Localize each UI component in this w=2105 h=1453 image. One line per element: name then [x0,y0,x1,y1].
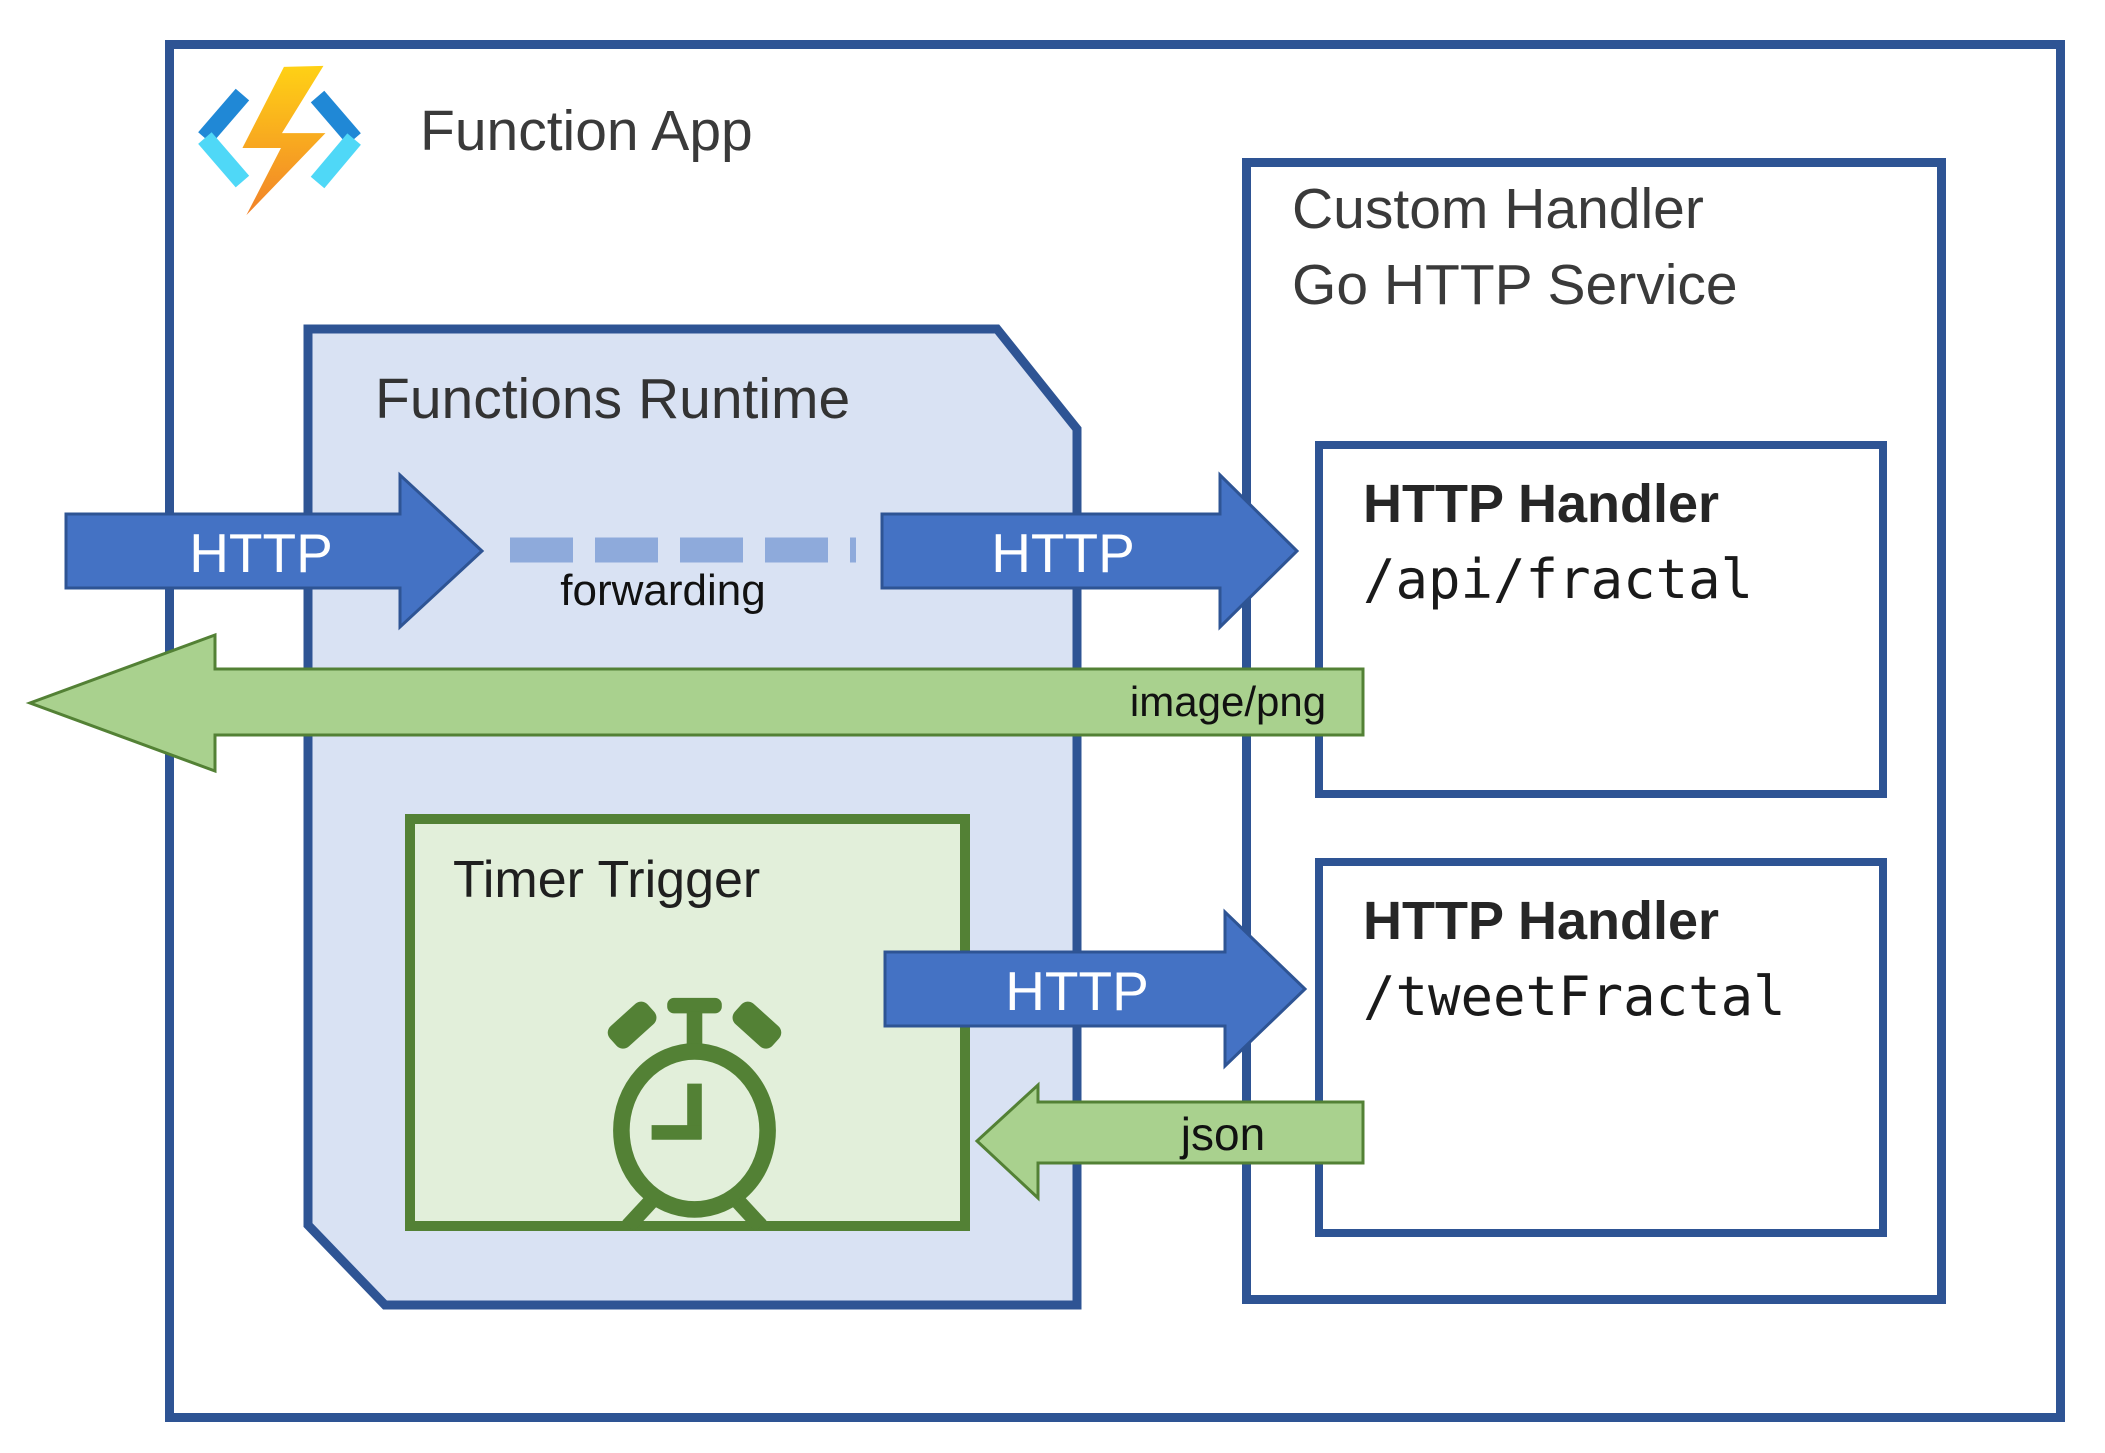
http-arrow-inbound-label: HTTP [189,522,333,584]
left-bracket-top [198,88,250,144]
image-png-arrow-label: image/png [1129,678,1327,725]
clock-button [667,997,722,1014]
left-bracket-bottom [198,132,250,188]
right-bracket-bottom [310,133,361,189]
right-bracket-top [310,90,361,145]
clock-bell-right [732,1001,782,1049]
custom-handler-title-line2: Go HTTP Service [1292,253,1738,317]
http-handler-tweet-fractal-box: HTTP Handler /tweetFractal [1315,858,1887,1237]
http-handler-route: /tweetFractal [1363,965,1786,1028]
lightning-bolt [242,65,326,216]
clock-leg-left [622,1195,658,1230]
forwarding-label: forwarding [560,566,766,615]
http-handler-title: HTTP Handler [1363,891,1720,951]
clock-stem [686,1011,703,1049]
json-arrow-label: json [1180,1108,1266,1160]
azure-functions-lightning-icon [198,65,361,216]
functions-runtime-title: Functions Runtime [375,367,851,431]
http-arrow-tweet-label: HTTP [1005,960,1149,1022]
function-app-title: Function App [420,99,753,163]
alarm-clock-icon [607,997,782,1230]
clock-leg-right [731,1195,767,1230]
timer-trigger-box: Timer Trigger [405,814,970,1231]
custom-handler-title-line1: Custom Handler [1292,177,1704,241]
http-handler-title: HTTP Handler [1363,474,1720,534]
http-handler-route: /api/fractal [1363,548,1754,611]
timer-trigger-title: Timer Trigger [453,851,761,909]
clock-bell-left [607,1001,657,1049]
http-handler-api-fractal-box: HTTP Handler /api/fractal [1315,441,1887,798]
clock-body [613,1043,776,1218]
http-arrow-api-label: HTTP [991,522,1135,584]
